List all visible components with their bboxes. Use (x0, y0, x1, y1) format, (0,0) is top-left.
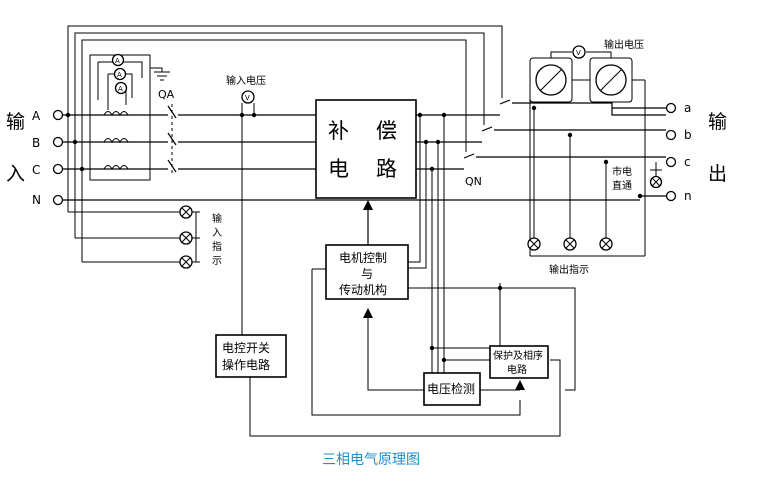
ammeter-2 (113, 67, 127, 81)
ammeter-wiring (97, 61, 143, 110)
input-terminal-a (52, 109, 64, 121)
output-terminal-n (665, 190, 677, 202)
input-indicator-line2: 入 (212, 228, 222, 239)
input-terminal-b (52, 136, 64, 148)
input-phase-wires (62, 114, 168, 170)
output-voltage-label: 输出电压 (604, 38, 644, 51)
protection-line2: 电路 (507, 363, 527, 376)
input-phase-b-label: B (32, 136, 40, 150)
motor-block-line3: 传动机构 (339, 282, 387, 297)
output-phase-c-label: c (684, 155, 691, 169)
compensation-char-2: 偿 (376, 119, 397, 143)
ct-coil-c (103, 165, 129, 171)
ground-symbol (150, 67, 170, 81)
ammeter-1 (111, 53, 125, 67)
voltage-detect-label: 电压检测 (427, 381, 475, 396)
compensation-char-1: 补 (328, 119, 349, 143)
voltage-sense-wires (431, 115, 445, 360)
output-phase-a-label: a (684, 101, 691, 115)
qn-output-wires (476, 102, 666, 158)
ct-coil-b (103, 138, 129, 144)
switch-block-line1: 电控开关 (222, 341, 270, 355)
outer-wire-2 (74, 32, 485, 142)
qa-out-wires (178, 114, 316, 170)
compensation-char-4: 路 (376, 157, 397, 181)
qn-contacts (463, 99, 511, 159)
diagram-caption: 三相电气原理图 (322, 452, 420, 468)
input-lamp-wires (67, 115, 200, 263)
ammeter-3 (114, 81, 128, 95)
input-voltage-label: 输入电压 (226, 74, 266, 87)
qa-label: QA (158, 88, 175, 101)
voltage-detect-box (423, 372, 481, 406)
output-indicator-rails (529, 79, 646, 256)
switch-operation-box (215, 334, 287, 378)
qa-contacts (167, 105, 177, 173)
compensation-circuit-box (315, 99, 417, 199)
mains-direct-line1: 市电 (612, 165, 632, 178)
arrow-up-protection (515, 380, 525, 390)
motor-block-line2: 与 (361, 267, 373, 281)
output-terminal-a (665, 102, 677, 114)
compensation-output-wires (416, 114, 500, 170)
ammeter-3-symbol: A (118, 85, 123, 93)
protection-line1: 保护及相序 (493, 349, 543, 362)
output-lamp-feeds (533, 108, 607, 238)
ammeter-2-symbol: A (117, 71, 122, 79)
input-indicator-line4: 示 (212, 256, 222, 267)
input-voltmeter-symbol: V (245, 94, 250, 102)
compensation-char-3: 电 (328, 157, 349, 181)
output-side-label-2: 出 (708, 163, 727, 185)
motor-right-wires (408, 115, 576, 391)
output-voltmeter-symbol: V (576, 49, 581, 57)
input-side-label-2: 入 (6, 163, 25, 185)
ct-coil-a (103, 111, 129, 117)
output-side-label-1: 输 (708, 111, 727, 133)
protection-box (489, 345, 549, 379)
input-side-label-1: 输 (6, 111, 25, 133)
output-selector-wires (550, 51, 612, 81)
switch-block-loop (249, 359, 561, 437)
input-voltmeter-wires (241, 103, 255, 335)
input-phase-n-label: N (32, 193, 41, 207)
qn-label: QN (465, 175, 482, 188)
output-phase-b-label: b (684, 128, 692, 142)
motor-left-loop (311, 268, 521, 416)
switch-block-line2: 操作电路 (222, 357, 270, 372)
input-voltmeter (241, 90, 255, 104)
arrow-up-compensation (363, 200, 373, 210)
input-indicator-line3: 指 (212, 240, 222, 253)
arrow-up-motor (363, 308, 373, 318)
output-terminal-b (665, 129, 677, 141)
output-indicator-label: 输出指示 (549, 263, 589, 276)
output-phase-n-label: n (684, 189, 692, 203)
motor-control-box (325, 244, 409, 300)
outer-wire-1 (67, 25, 503, 115)
junction-dots (65, 105, 643, 363)
input-phase-c-label: C (32, 163, 40, 177)
ammeter-1-symbol: A (115, 57, 120, 65)
motor-block-line1: 电机控制 (339, 251, 387, 265)
mains-direct-line2: 直通 (612, 179, 632, 192)
output-terminal-c (665, 156, 677, 168)
input-terminal-n (52, 194, 64, 206)
output-voltmeter (572, 45, 586, 59)
detect-to-motor-wire (367, 318, 424, 391)
input-indicator-line1: 输 (212, 212, 222, 225)
input-phase-a-label: A (32, 109, 41, 123)
input-terminal-c (52, 163, 64, 175)
outer-wire-3 (81, 39, 467, 169)
